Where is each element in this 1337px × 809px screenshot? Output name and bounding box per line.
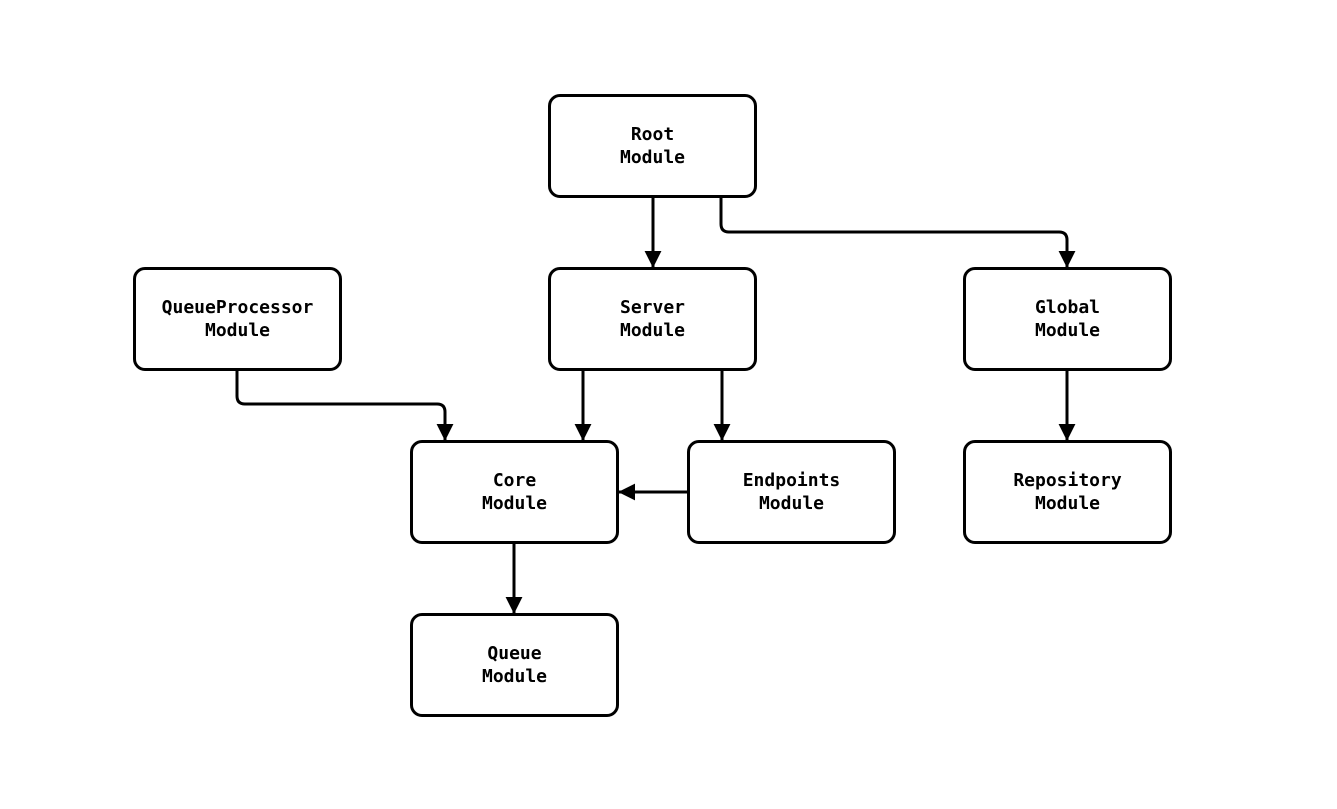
node-server-module-label: Server Module: [619, 297, 686, 341]
node-queueprocessor-module: QueueProcessor Module: [133, 267, 342, 371]
node-queue-module-label: Queue Module: [481, 643, 548, 687]
node-root-module: Root Module: [548, 94, 757, 198]
node-endpoints-module-label: Endpoints Module: [742, 470, 841, 514]
node-root-module-label: Root Module: [619, 124, 686, 168]
node-global-module: Global Module: [963, 267, 1172, 371]
edge-root-to-global: [719, 198, 1076, 268]
node-server-module: Server Module: [548, 267, 757, 371]
node-core-module: Core Module: [410, 440, 619, 544]
node-endpoints-module: Endpoints Module: [687, 440, 896, 544]
node-queue-module: Queue Module: [410, 613, 619, 717]
edge-queueprocessor-to-core: [235, 371, 454, 441]
node-repository-module: Repository Module: [963, 440, 1172, 544]
node-global-module-label: Global Module: [1034, 297, 1101, 341]
node-repository-module-label: Repository Module: [1013, 470, 1122, 514]
node-core-module-label: Core Module: [481, 470, 548, 514]
node-queueprocessor-module-label: QueueProcessor Module: [161, 297, 314, 341]
